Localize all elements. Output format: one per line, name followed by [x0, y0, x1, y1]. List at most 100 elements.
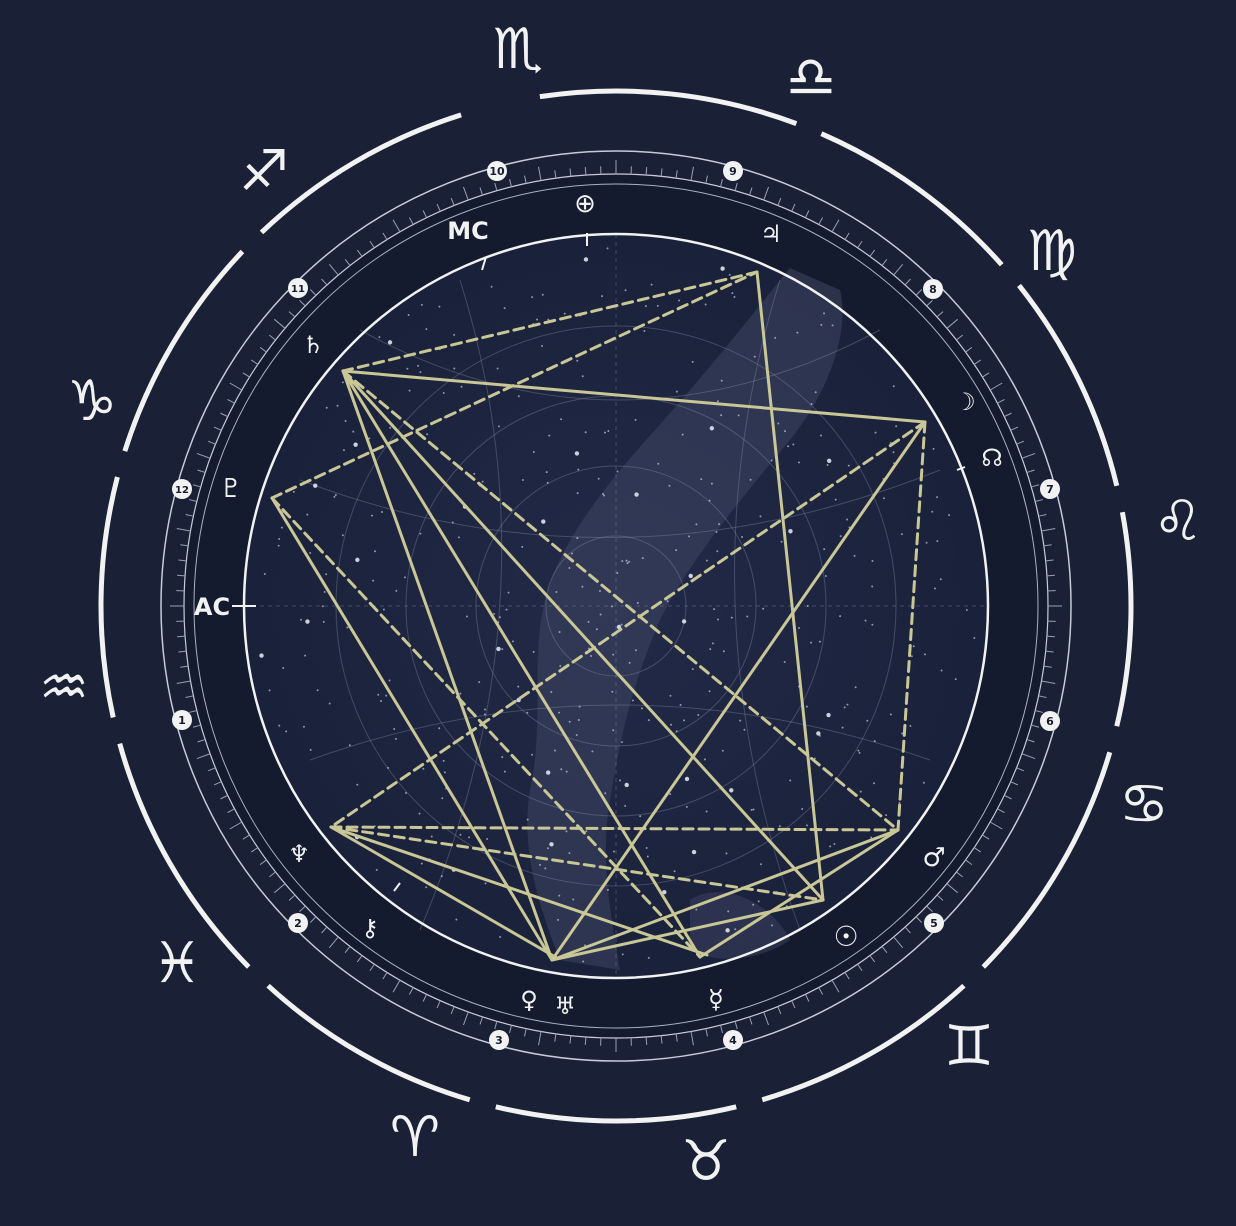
degree-tick [804, 210, 810, 218]
star [560, 768, 563, 771]
star [624, 804, 627, 807]
star [388, 679, 391, 682]
degree-tick [791, 203, 796, 212]
star [640, 707, 643, 710]
star [933, 587, 936, 590]
star [734, 928, 737, 931]
degree-tick [973, 359, 982, 365]
star [526, 711, 529, 714]
star [442, 759, 445, 762]
star [394, 737, 397, 740]
star [717, 618, 720, 621]
star [377, 693, 380, 696]
star [419, 532, 422, 535]
star [565, 830, 568, 833]
degree-tick [180, 544, 189, 547]
star [797, 461, 800, 464]
star [313, 483, 318, 488]
degree-tick [462, 186, 469, 201]
degree-tick [690, 166, 694, 181]
star [375, 868, 378, 871]
star [453, 367, 456, 370]
star [816, 731, 821, 736]
degree-tick [436, 203, 441, 212]
star [940, 669, 943, 672]
star [498, 616, 501, 619]
star [406, 367, 409, 370]
star [610, 605, 613, 608]
degree-tick [392, 979, 401, 993]
star [641, 557, 644, 560]
star [545, 471, 548, 474]
degree-tick [926, 905, 933, 913]
star [954, 678, 957, 681]
star [541, 519, 546, 524]
degree-tick [946, 883, 958, 894]
star [731, 292, 734, 295]
star [505, 608, 508, 611]
degree-tick [956, 334, 964, 341]
star [558, 631, 561, 634]
aspect-line [550, 420, 927, 962]
star [688, 573, 693, 579]
zodiac-glyphs: ♏ ♎ ♍ ♌ ♋ ♊ ♉ ♈ ♓ ♒ ♑ ♐ [39, 17, 1203, 1194]
zodiac-ring-segment [761, 983, 966, 1103]
star [581, 375, 584, 378]
star [639, 815, 642, 818]
star [818, 640, 821, 643]
star [604, 792, 607, 795]
house-marker-10: 10 [487, 161, 507, 181]
degree-tick [192, 724, 201, 728]
star [459, 692, 462, 695]
star [668, 484, 671, 487]
aspect-line [329, 825, 709, 957]
star [777, 422, 780, 425]
zodiac-ring-segment [117, 742, 251, 969]
star [839, 535, 842, 538]
star [616, 624, 622, 630]
mars-icon: ♂ [922, 843, 945, 873]
star [457, 536, 460, 539]
degree-tick [538, 166, 542, 181]
degree-tick [1031, 484, 1040, 488]
virgo-icon: ♍ [1027, 219, 1077, 284]
star [759, 515, 762, 518]
degree-tick [660, 1035, 663, 1044]
house-marker-6: 6 [1040, 711, 1060, 731]
star [483, 708, 486, 711]
star [590, 655, 593, 658]
midheaven-label: MC [447, 217, 489, 245]
cusp-tick-3 [393, 882, 401, 892]
aspect-line [270, 496, 554, 962]
star [468, 836, 471, 839]
star [341, 381, 344, 384]
star [517, 685, 520, 688]
star [517, 395, 520, 398]
degree-tick [777, 197, 782, 206]
star [628, 661, 631, 664]
star [973, 636, 976, 639]
star [931, 510, 934, 513]
star [325, 573, 328, 576]
star [322, 620, 325, 623]
degree-tick [197, 469, 206, 473]
aspect-line [341, 369, 554, 962]
degree-tick [569, 1035, 572, 1044]
star [285, 730, 288, 733]
star [425, 886, 428, 889]
aspect-line [270, 270, 759, 500]
house-number-9: 9 [729, 165, 737, 178]
degree-tick [584, 1036, 587, 1045]
degree-tick [274, 883, 286, 894]
degree-tick [227, 808, 235, 814]
star [546, 481, 549, 484]
cusp-tick-7 [956, 466, 966, 471]
taurus-icon: ♉ [681, 1129, 731, 1194]
degree-tick [408, 217, 414, 225]
house-cusp-ticks [232, 233, 966, 892]
degree-tick [1016, 767, 1025, 772]
star [826, 712, 831, 718]
degree-tick [1010, 426, 1019, 431]
star [859, 790, 862, 793]
